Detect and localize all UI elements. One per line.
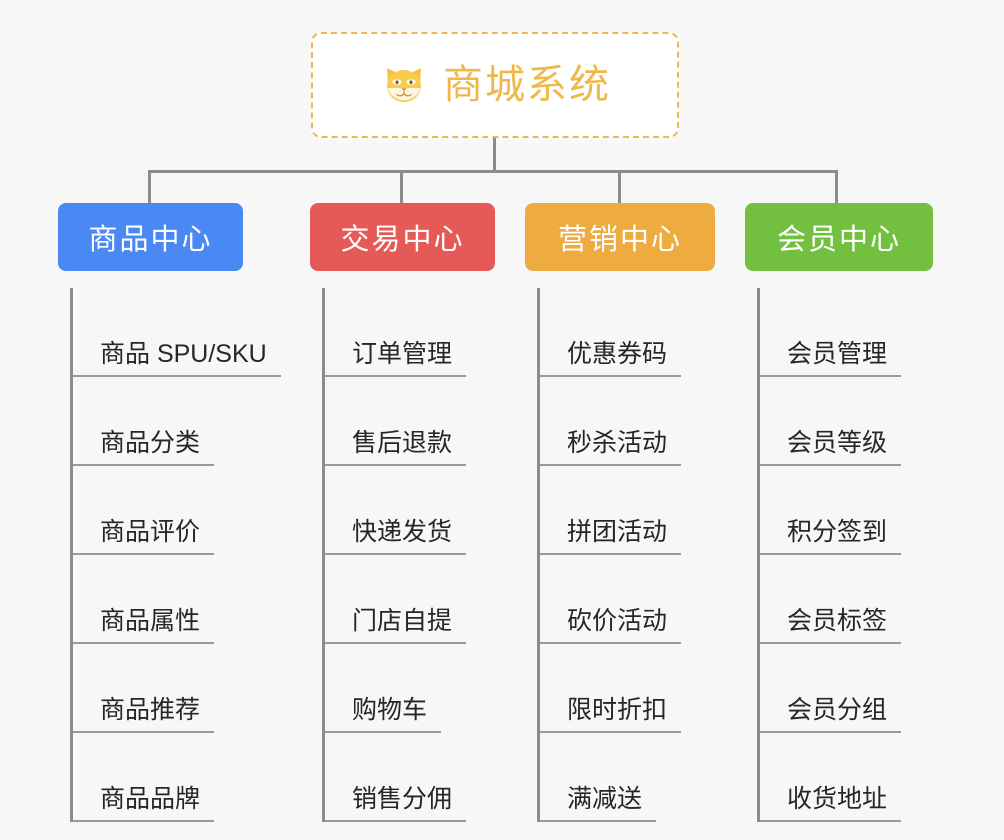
leaf-label: 积分签到 xyxy=(759,518,902,555)
category-column-交易中心: 交易中心 订单管理 售后退款 快递发货 门店自提 购物车 销售分佣 xyxy=(310,203,495,822)
category-label: 商品中心 xyxy=(88,224,213,256)
leaf-label: 商品品牌 xyxy=(72,785,215,822)
leaf-label: 购物车 xyxy=(324,696,442,733)
leaf-label: 会员等级 xyxy=(759,429,902,466)
leaf-item[interactable]: 售后退款 xyxy=(324,377,495,466)
leaf-item[interactable]: 订单管理 xyxy=(324,288,495,377)
leaf-item[interactable]: 满减送 xyxy=(539,733,715,822)
leaf-item[interactable]: 限时折扣 xyxy=(539,644,715,733)
connector-horizontal-bus xyxy=(148,170,838,173)
category-column-商品中心: 商品中心 商品 SPU/SKU 商品分类 商品评价 商品属性 商品推荐 商品品牌 xyxy=(58,203,281,822)
leaf-stem xyxy=(70,288,73,822)
leaf-stem xyxy=(322,288,325,822)
connector-drop-3 xyxy=(618,170,621,206)
leaf-item[interactable]: 商品推荐 xyxy=(72,644,281,733)
leaf-item[interactable]: 优惠券码 xyxy=(539,288,715,377)
leaf-item[interactable]: 积分签到 xyxy=(759,466,933,555)
leaf-item[interactable]: 会员标签 xyxy=(759,555,933,644)
leaf-item[interactable]: 砍价活动 xyxy=(539,555,715,644)
leaf-item[interactable]: 商品属性 xyxy=(72,555,281,644)
category-label: 会员中心 xyxy=(776,224,901,256)
leaf-label: 满减送 xyxy=(539,785,657,822)
category-header-营销中心[interactable]: 营销中心 xyxy=(525,203,715,271)
leaf-item[interactable]: 会员等级 xyxy=(759,377,933,466)
leaf-label: 砍价活动 xyxy=(539,607,682,644)
leaf-item[interactable]: 快递发货 xyxy=(324,466,495,555)
leaf-label: 售后退款 xyxy=(324,429,467,466)
leaf-item[interactable]: 购物车 xyxy=(324,644,495,733)
leaf-item[interactable]: 收货地址 xyxy=(759,733,933,822)
leaf-group-营销中心: 优惠券码 秒杀活动 拼团活动 砍价活动 限时折扣 满减送 xyxy=(525,288,715,822)
category-column-营销中心: 营销中心 优惠券码 秒杀活动 拼团活动 砍价活动 限时折扣 满减送 xyxy=(525,203,715,822)
leaf-group-会员中心: 会员管理 会员等级 积分签到 会员标签 会员分组 收货地址 xyxy=(745,288,933,822)
connector-drop-4 xyxy=(835,170,838,206)
leaf-label: 商品评价 xyxy=(72,518,215,555)
dog-face-icon xyxy=(379,60,429,110)
category-header-商品中心[interactable]: 商品中心 xyxy=(58,203,243,271)
leaf-label: 销售分佣 xyxy=(324,785,467,822)
leaf-item[interactable]: 商品 SPU/SKU xyxy=(72,288,281,377)
leaf-item[interactable]: 销售分佣 xyxy=(324,733,495,822)
category-label: 交易中心 xyxy=(340,224,465,256)
leaf-label: 会员管理 xyxy=(759,340,902,377)
leaf-group-交易中心: 订单管理 售后退款 快递发货 门店自提 购物车 销售分佣 xyxy=(310,288,495,822)
leaf-label: 商品 SPU/SKU xyxy=(72,340,281,377)
category-column-会员中心: 会员中心 会员管理 会员等级 积分签到 会员标签 会员分组 收货地址 xyxy=(745,203,933,822)
leaf-item[interactable]: 商品分类 xyxy=(72,377,281,466)
connector-drop-1 xyxy=(148,170,151,206)
leaf-label: 快递发货 xyxy=(324,518,467,555)
root-title: 商城系统 xyxy=(443,63,611,107)
leaf-group-商品中心: 商品 SPU/SKU 商品分类 商品评价 商品属性 商品推荐 商品品牌 xyxy=(58,288,281,822)
root-node[interactable]: 商城系统 xyxy=(311,32,679,138)
leaf-label: 优惠券码 xyxy=(539,340,682,377)
leaf-item[interactable]: 门店自提 xyxy=(324,555,495,644)
leaf-label: 门店自提 xyxy=(324,607,467,644)
leaf-stem xyxy=(757,288,760,822)
leaf-label: 拼团活动 xyxy=(539,518,682,555)
leaf-item[interactable]: 会员管理 xyxy=(759,288,933,377)
leaf-label: 限时折扣 xyxy=(539,696,682,733)
leaf-label: 会员分组 xyxy=(759,696,902,733)
leaf-label: 商品分类 xyxy=(72,429,215,466)
connector-root-stem xyxy=(493,138,496,173)
category-header-会员中心[interactable]: 会员中心 xyxy=(745,203,933,271)
connector-drop-2 xyxy=(400,170,403,206)
leaf-item[interactable]: 会员分组 xyxy=(759,644,933,733)
leaf-item[interactable]: 商品品牌 xyxy=(72,733,281,822)
leaf-label: 收货地址 xyxy=(759,785,902,822)
leaf-label: 商品属性 xyxy=(72,607,215,644)
leaf-item[interactable]: 秒杀活动 xyxy=(539,377,715,466)
category-label: 营销中心 xyxy=(557,224,682,256)
leaf-label: 会员标签 xyxy=(759,607,902,644)
leaf-item[interactable]: 商品评价 xyxy=(72,466,281,555)
category-header-交易中心[interactable]: 交易中心 xyxy=(310,203,495,271)
leaf-stem xyxy=(537,288,540,822)
leaf-label: 秒杀活动 xyxy=(539,429,682,466)
leaf-item[interactable]: 拼团活动 xyxy=(539,466,715,555)
leaf-label: 订单管理 xyxy=(324,340,467,377)
leaf-label: 商品推荐 xyxy=(72,696,215,733)
